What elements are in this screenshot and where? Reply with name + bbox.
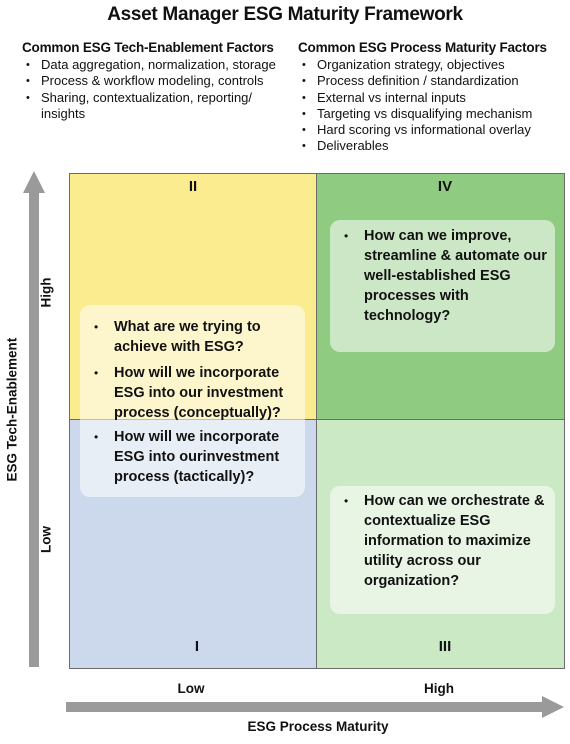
questions-box-early: What are we trying to achieve with ESG? … — [80, 305, 305, 497]
x-axis-title: ESG Process Maturity — [247, 719, 389, 734]
list-item: Deliverables — [298, 138, 568, 155]
x-axis-high-label: High — [424, 681, 454, 696]
question-item: How can we improve, streamline & automat… — [330, 226, 555, 326]
list-item: Process & workflow modeling, controls — [22, 73, 294, 90]
list-item: Data aggregation, normalization, storage — [22, 57, 294, 74]
page-title: Asset Manager ESG Maturity Framework — [107, 4, 463, 25]
list-item: Hard scoring vs informational overlay — [298, 122, 568, 139]
tech-factors-panel: Common ESG Tech-Enablement Factors Data … — [22, 40, 294, 122]
quadrant-iv-label: IV — [437, 178, 453, 195]
y-axis-low-label: Low — [38, 526, 54, 553]
list-item: Process definition / standardization — [298, 73, 568, 90]
question-item: What are we trying to achieve with ESG? — [80, 317, 305, 357]
questions-box-quadrant-iv: How can we improve, streamline & automat… — [330, 220, 555, 352]
y-axis-title: ESG Tech-Enablement — [4, 337, 20, 482]
x-axis-arrow — [66, 696, 564, 718]
questions-box-quadrant-iii: How can we orchestrate & contextualize E… — [330, 486, 555, 614]
tech-factors-list: Data aggregation, normalization, storage… — [22, 57, 294, 122]
x-axis-low-label: Low — [177, 681, 205, 696]
list-item: External vs internal inputs — [298, 90, 568, 107]
process-factors-panel: Common ESG Process Maturity Factors Orga… — [298, 40, 568, 155]
quadrant-i-label: I — [194, 638, 200, 655]
process-factors-heading: Common ESG Process Maturity Factors — [298, 40, 547, 55]
quadrant-iii-label: III — [438, 638, 452, 655]
question-item: How will we incorporate ESG into our inv… — [80, 363, 305, 423]
question-item: How can we orchestrate & contextualize E… — [330, 491, 555, 591]
quadrant-ii-label: II — [188, 178, 198, 195]
question-item: How will we incorporate ESG into ourinve… — [80, 427, 305, 487]
y-axis-arrow — [23, 171, 45, 667]
list-item: Organization strategy, objectives — [298, 57, 568, 74]
tech-factors-heading: Common ESG Tech-Enablement Factors — [22, 40, 274, 55]
list-item: Sharing, contextualization, reporting/ i… — [22, 90, 294, 123]
y-axis-high-label: High — [38, 277, 54, 308]
list-item: Targeting vs disqualifying mechanism — [298, 106, 568, 123]
process-factors-list: Organization strategy, objectives Proces… — [298, 57, 568, 155]
